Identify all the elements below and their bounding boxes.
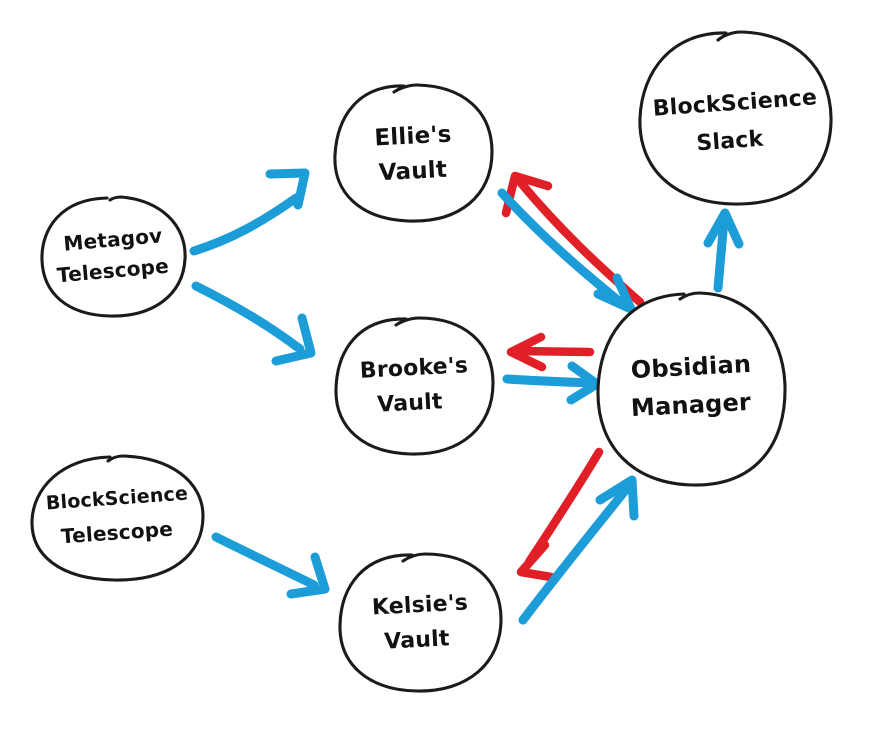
node-label-obsidian-manager-line2: Manager [630, 388, 751, 422]
edge-obsidian-to-blockscience-slack[interactable] [703, 208, 744, 293]
node-label-brookes-vault-line2: Vault [377, 389, 444, 417]
node-label-kelsies-vault-line2: Vault [384, 626, 451, 654]
node-obsidian-manager[interactable]: Obsidian Manager [596, 291, 787, 487]
node-label-ellies-vault-line2: Vault [378, 157, 448, 187]
node-label-obsidian-manager-line1: Obsidian [630, 350, 752, 384]
edge-kelsies-vault-to-obsidian[interactable] [518, 475, 639, 625]
node-label-brookes-vault-line1: Brooke's [359, 353, 468, 384]
edge-metagov-to-ellies-vault[interactable] [189, 168, 310, 256]
edge-obsidian-to-brookes-vault[interactable] [506, 332, 595, 372]
edge-ellies-vault-to-obsidian[interactable] [497, 188, 636, 314]
node-blockscience-telescope[interactable]: BlockScience Telescope [30, 454, 205, 582]
node-blockscience-slack[interactable]: BlockScience Slack [638, 30, 833, 206]
node-kelsies-vault[interactable]: Kelsie's Vault [338, 552, 503, 693]
node-label-kelsies-vault-line1: Kelsie's [371, 591, 468, 621]
node-brookes-vault[interactable]: Brooke's Vault [334, 316, 495, 456]
node-metagov-telescope[interactable]: Metagov Telescope [40, 195, 187, 318]
node-ellies-vault[interactable]: Ellie's Vault [333, 83, 494, 223]
edge-brookes-vault-to-obsidian[interactable] [502, 361, 602, 405]
node-label-ellies-vault-line1: Ellie's [374, 122, 452, 152]
edge-metagov-to-brookes-vault[interactable] [191, 281, 316, 366]
node-label-blockscience-slack-line2: Slack [696, 127, 766, 157]
edge-obsidian-to-kelsies-vault[interactable] [516, 447, 604, 582]
edge-blockscience-telescope-to-kelsies-vault[interactable] [211, 532, 330, 599]
